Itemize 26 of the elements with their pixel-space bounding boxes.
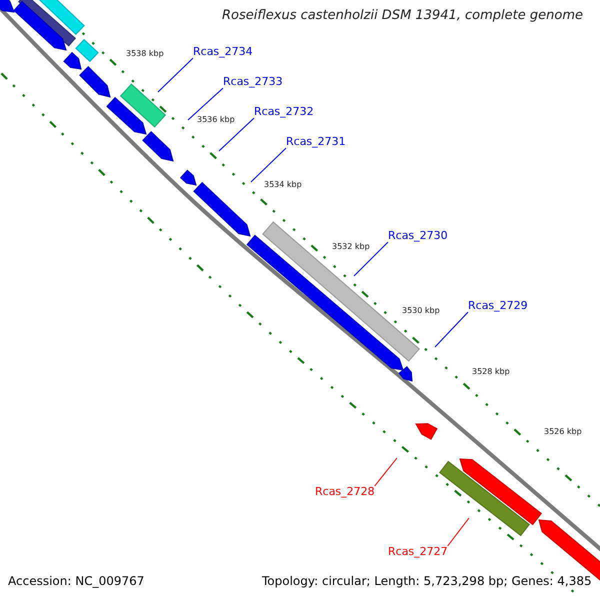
gene-label: Rcas_2727 (388, 546, 448, 558)
footer-text: Topology: circular; Length: 5,723,298 bp; Genes: 4,385 (262, 575, 592, 588)
footer-text: Accession: NC_009767 (8, 575, 144, 588)
leader-line (250, 148, 286, 182)
scale-label: 3534 kbp (264, 181, 302, 190)
gene-label: Rcas_2731 (286, 136, 346, 148)
leader-line (434, 312, 468, 348)
leader-line (374, 458, 398, 486)
scale-label: 3536 kbp (197, 116, 235, 125)
gene-label: Rcas_2730 (388, 230, 448, 242)
scale-label: 3532 kbp (332, 243, 370, 252)
scale-label: 3538 kbp (126, 50, 164, 59)
leader-line (218, 118, 254, 152)
gene-label: Rcas_2728 (315, 486, 375, 498)
scale-label: 3528 kbp (472, 368, 510, 377)
map-title: Roseiflexus castenholzii DSM 13941, complete genome (222, 9, 583, 24)
gene-label: Rcas_2734 (193, 46, 253, 58)
leader-line (188, 88, 224, 120)
scale-label: 3530 kbp (402, 307, 440, 316)
gene-label: Rcas_2732 (254, 106, 314, 118)
leader-line (158, 58, 194, 92)
gene-label: Rcas_2733 (223, 76, 283, 88)
scale-label: 3526 kbp (544, 428, 582, 437)
leader-line (354, 242, 388, 276)
gene-label: Rcas_2729 (468, 300, 528, 312)
leader-line (447, 518, 470, 546)
